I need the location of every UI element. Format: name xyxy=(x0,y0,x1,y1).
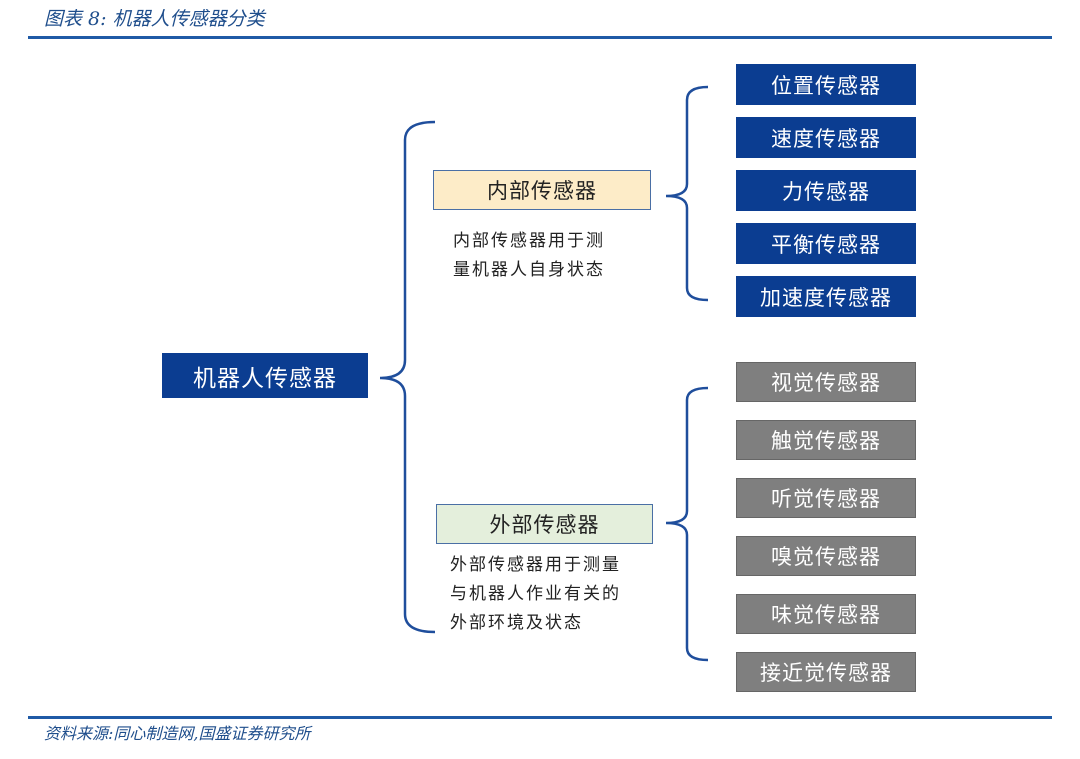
top-divider xyxy=(28,36,1052,39)
root-node-robot-sensors: 机器人传感器 xyxy=(162,353,368,398)
desc-line: 内部传感器用于测 xyxy=(453,231,605,251)
internal-item: 位置传感器 xyxy=(736,64,916,105)
external-item: 接近觉传感器 xyxy=(736,652,916,692)
desc-line: 外部环境及状态 xyxy=(450,613,583,633)
internal-item: 力传感器 xyxy=(736,170,916,211)
desc-line: 与机器人作业有关的 xyxy=(450,584,621,604)
internal-item: 平衡传感器 xyxy=(736,223,916,264)
internal-description: 内部传感器用于测 量机器人自身状态 xyxy=(453,227,605,285)
external-bracket xyxy=(665,386,709,662)
external-item: 味觉传感器 xyxy=(736,594,916,634)
desc-line: 量机器人自身状态 xyxy=(453,260,605,280)
external-item: 触觉传感器 xyxy=(736,420,916,460)
internal-item: 加速度传感器 xyxy=(736,276,916,317)
root-bracket xyxy=(379,120,436,634)
internal-item: 速度传感器 xyxy=(736,117,916,158)
source-note: 资料来源:同心制造网,国盛证券研究所 xyxy=(44,724,311,743)
external-sensors-node: 外部传感器 xyxy=(436,504,653,544)
external-item: 嗅觉传感器 xyxy=(736,536,916,576)
desc-line: 外部传感器用于测量 xyxy=(450,555,621,575)
external-description: 外部传感器用于测量 与机器人作业有关的 外部环境及状态 xyxy=(450,551,621,638)
internal-bracket xyxy=(665,85,709,302)
external-item: 听觉传感器 xyxy=(736,478,916,518)
internal-sensors-node: 内部传感器 xyxy=(433,170,651,210)
figure-title: 图表 8: 机器人传感器分类 xyxy=(44,8,265,30)
bottom-divider xyxy=(28,716,1052,719)
external-item: 视觉传感器 xyxy=(736,362,916,402)
